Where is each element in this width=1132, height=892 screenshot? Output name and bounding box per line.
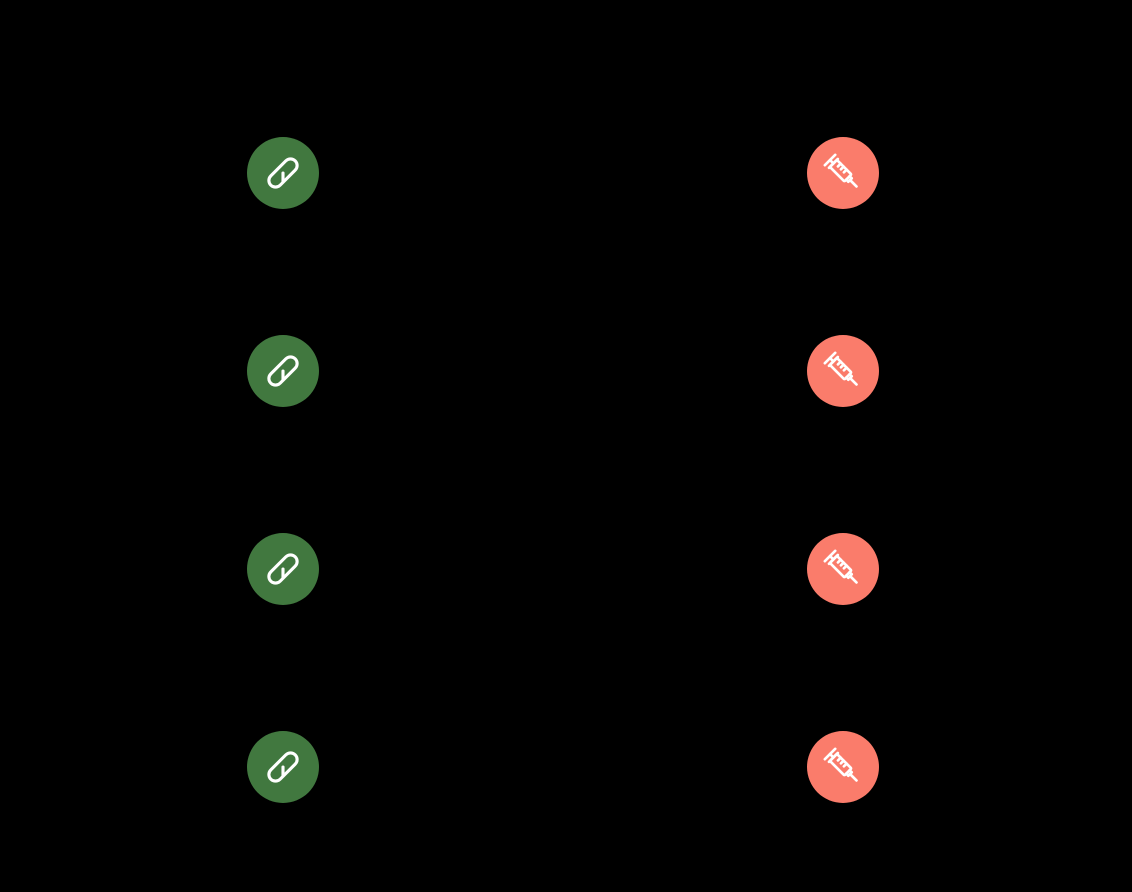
syringe-glyph	[823, 549, 858, 584]
medication-pill-badge[interactable]	[247, 335, 319, 407]
syringe-icon	[821, 151, 865, 195]
pill-glyph	[267, 553, 299, 585]
pill-icon	[261, 745, 305, 789]
medication-pill-badge[interactable]	[247, 731, 319, 803]
syringe-icon	[821, 349, 865, 393]
medication-syringe-badge[interactable]	[807, 335, 879, 407]
medication-pill-badge[interactable]	[247, 533, 319, 605]
pill-glyph	[267, 157, 299, 189]
medication-syringe-badge[interactable]	[807, 533, 879, 605]
syringe-icon	[821, 745, 865, 789]
medication-syringe-badge[interactable]	[807, 137, 879, 209]
pill-icon	[261, 151, 305, 195]
pill-icon	[261, 547, 305, 591]
syringe-glyph	[823, 153, 858, 188]
medication-pill-badge[interactable]	[247, 137, 319, 209]
syringe-icon	[821, 547, 865, 591]
syringe-glyph	[823, 351, 858, 386]
pill-glyph	[267, 751, 299, 783]
medication-syringe-badge[interactable]	[807, 731, 879, 803]
syringe-glyph	[823, 747, 858, 782]
pill-glyph	[267, 355, 299, 387]
pill-icon	[261, 349, 305, 393]
